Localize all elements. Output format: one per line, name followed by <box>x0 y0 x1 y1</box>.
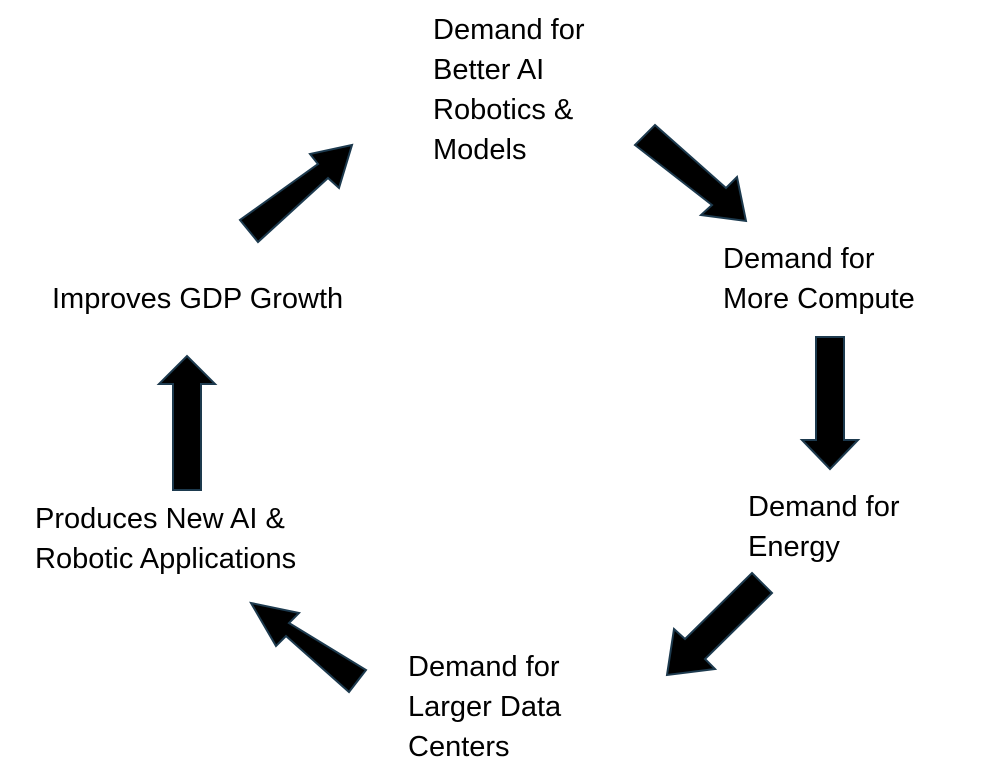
node-datacenter-demand-line-3: Centers <box>408 731 510 763</box>
node-energy-demand: Demand for Energy <box>748 487 900 567</box>
node-ai-demand-line-3: Robotics & <box>433 94 574 126</box>
arrow-to-energy-demand <box>799 336 861 471</box>
node-ai-demand-line-4: Models <box>433 134 527 166</box>
node-datacenter-demand-line-2: Larger Data <box>408 691 562 723</box>
arrow-to-ai-demand <box>238 143 354 244</box>
node-new-applications-line-2: Robotic Applications <box>35 543 297 575</box>
node-gdp-growth: Improves GDP Growth <box>52 279 343 319</box>
arrow-to-compute-demand <box>633 123 748 223</box>
node-compute-demand-line-2: More Compute <box>723 283 915 315</box>
node-compute-demand: Demand for More Compute <box>723 239 915 319</box>
node-new-applications: Produces New AI & Robotic Applications <box>35 499 296 579</box>
node-gdp-growth-line-1: Improves GDP Growth <box>52 283 344 315</box>
node-datacenter-demand-line-1: Demand for <box>408 651 560 683</box>
node-ai-demand-line-2: Better AI <box>433 54 545 86</box>
node-energy-demand-line-2: Energy <box>748 531 840 563</box>
arrow-to-gdp-growth <box>156 354 218 491</box>
arrow-to-datacenter-demand <box>665 571 774 677</box>
arrow-to-new-applications <box>249 601 368 694</box>
node-new-applications-line-1: Produces New AI & <box>35 503 285 535</box>
node-energy-demand-line-1: Demand for <box>748 491 900 523</box>
node-datacenter-demand: Demand for Larger Data Centers <box>408 647 561 767</box>
node-compute-demand-line-1: Demand for <box>723 243 875 275</box>
node-ai-demand: Demand for Better AI Robotics & Models <box>433 10 585 170</box>
node-ai-demand-line-1: Demand for <box>433 14 585 46</box>
